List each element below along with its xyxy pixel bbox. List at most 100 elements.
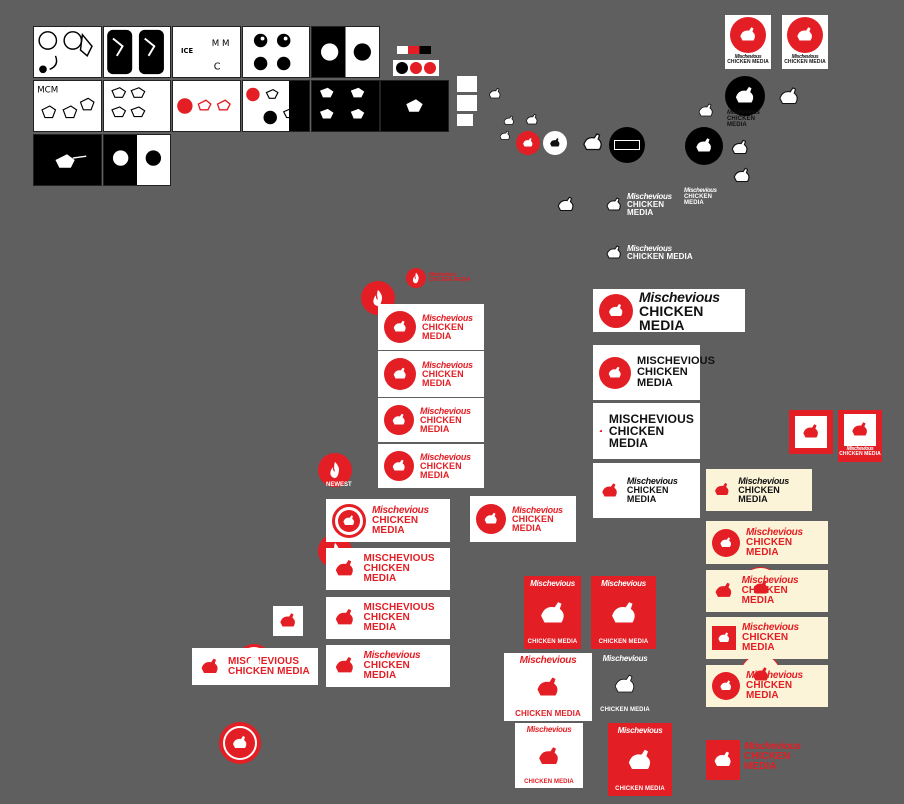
wordmark-line1: Mischevious <box>727 110 760 116</box>
logo-square-1: Mischevious CHICKEN MEDIA <box>725 15 771 69</box>
chicken-icon <box>599 429 603 432</box>
mini-wordmark-black: Mischevious CHICKEN MEDIA <box>727 110 773 128</box>
wordmark-line2a: CHICKEN <box>608 424 665 438</box>
wordmark-line2: CHICKEN MEDIA <box>742 632 789 653</box>
wordmark-line2: CHICKEN MEDIA <box>746 680 793 701</box>
white-poster-1: Mischevious CHICKEN MEDIA <box>504 653 592 721</box>
red-square-logo <box>706 740 740 780</box>
wordmark-line2: CHICKEN MEDIA <box>615 786 665 792</box>
wordmark-line2: CHICKEN MEDIA <box>839 451 881 457</box>
chicken-icon <box>776 82 802 112</box>
wordmark-line1: Mischevious <box>741 575 799 586</box>
wordmark-line1: Mischevious <box>519 655 577 666</box>
sketch-mm-text: M M <box>212 39 230 49</box>
svg-text:ICE: ICE <box>181 47 193 55</box>
chicken-icon <box>731 165 753 187</box>
chicken-icon <box>524 112 540 128</box>
mini-wordmark-white: Mischevious CHICKEN MEDIA <box>684 188 730 206</box>
wordmark-line2b: MEDIA <box>422 377 452 388</box>
sketch-tile-12 <box>33 134 102 186</box>
wordmark-line2b: MEDIA <box>637 377 673 389</box>
logo-card-e2: MISCHEVIOUS CHICKEN MEDIA <box>593 345 715 400</box>
red-poster-3: Mischevious CHICKEN MEDIA <box>608 723 672 796</box>
sketch-tile-2 <box>103 26 171 78</box>
chicken-roundel-large <box>219 722 261 764</box>
wordmark-line1: Mischevious <box>420 405 471 416</box>
logo-card-a1: Mischevious CHICKEN MEDIA <box>378 304 484 350</box>
wordmark-line2: CHICKEN MEDIA <box>746 536 793 558</box>
wordmark-line1: Mischevious <box>744 741 801 752</box>
logo-card-b2: MISCHEVIOUS CHICKEN MEDIA <box>326 548 450 590</box>
black-disc-chicken-large <box>725 76 765 116</box>
wordmark-line2: CHICKEN MEDIA <box>515 709 581 718</box>
wordmark-line2a: CHICKEN <box>637 366 688 378</box>
wordmark-line1: Mischevious <box>846 446 874 452</box>
sketch-tile-8 <box>172 80 241 132</box>
wordmark-line2: CHICKEN MEDIA <box>512 513 554 533</box>
chicken-tile-small <box>273 606 303 636</box>
chicken-icon <box>602 482 617 496</box>
flame-wordmark-mini: Mischevious CHICKEN MEDIA <box>406 268 471 288</box>
red-brick-badge-1 <box>789 410 833 454</box>
logo-card-e1: Mischevious CHICKEN MEDIA <box>593 289 745 332</box>
logo-card-e4: Mischevious CHICKEN MEDIA <box>593 463 700 518</box>
sketch-tile-9 <box>242 80 310 132</box>
wordmark-line2: CHICKEN MEDIA <box>228 665 310 677</box>
newest-label: NEWEST <box>326 482 352 488</box>
wordmark-line2b: MEDIA <box>627 208 654 217</box>
wordmark-line1: Mischevious <box>530 579 575 588</box>
wordmark-line2: CHICKEN MEDIA <box>363 612 410 633</box>
wordmark-line2: CHICKEN MEDIA <box>626 485 669 504</box>
svg-text:C: C <box>214 61 221 72</box>
logo-card-b1: Mischevious CHICKEN MEDIA <box>326 499 450 542</box>
chicken-icon <box>611 601 635 622</box>
chicken-icon <box>497 129 513 143</box>
chicken-icon <box>487 86 503 102</box>
wordmark-line1: Mischevious <box>422 312 473 323</box>
wordmark-line1: Mischevious <box>512 504 563 515</box>
wordmark-line2: CHICKEN MEDIA <box>684 194 713 206</box>
chicken-roundel-icon <box>516 131 540 155</box>
wordmark-white-2: Mischevious CHICKEN MEDIA <box>604 242 693 264</box>
red-brick-badge-2: Mischevious CHICKEN MEDIA <box>838 410 882 462</box>
wordmark-line2: CHICKEN MEDIA <box>727 116 756 128</box>
chicken-icon <box>540 601 564 622</box>
wordmark-line1: Mischevious <box>684 188 717 194</box>
wordmark-line2: CHICKEN MEDIA <box>429 277 471 283</box>
wordmark-line1-caps: MISCHEVIOUS <box>637 355 716 367</box>
wordmark-line1-caps: MISCHEVIOUS <box>228 655 300 667</box>
wordmark-line2b: MEDIA <box>608 436 649 450</box>
wordmark-line2a: CHICKEN <box>422 321 464 332</box>
chicken-icon <box>628 749 651 769</box>
sketch-tile-7 <box>103 80 171 132</box>
wordmark-line1: Mischevious <box>363 650 421 661</box>
wordmark-line2: CHICKEN MEDIA <box>363 563 410 584</box>
wordmark-line1: Mischevious <box>746 526 803 538</box>
chicken-icon <box>614 674 635 693</box>
wordmark-line2: CHICKEN MEDIA <box>420 414 462 434</box>
wordmark-line2: CHICKEN MEDIA <box>527 639 578 645</box>
flame-icon <box>373 289 383 307</box>
logo-card-a2: Mischevious CHICKEN MEDIA <box>378 351 484 397</box>
mini-roundel-row <box>393 60 439 76</box>
sketch-tile-1 <box>33 26 102 78</box>
mini-chicken-stack <box>457 76 477 130</box>
wordmark-white-1: Mischevious CHICKEN MEDIA <box>604 193 672 217</box>
wordmark-line2b: MEDIA <box>422 330 452 341</box>
wordmark-line1: Mischevious <box>639 288 720 305</box>
wordmark-line2: CHICKEN MEDIA <box>784 59 826 65</box>
chicken-icon <box>715 582 732 597</box>
chicken-icon <box>335 560 353 576</box>
wordmark-line2: CHICKEN MEDIA <box>420 460 462 480</box>
sketch-tile-13 <box>103 134 171 186</box>
chicken-icon <box>715 482 729 496</box>
wordmark-line2: CHICKEN MEDIA <box>598 639 649 645</box>
black-disc-badge <box>609 127 645 163</box>
wordmark-line2: CHICKEN MEDIA <box>524 779 574 785</box>
logo-card-c1: Mischevious CHICKEN MEDIA <box>470 496 576 542</box>
cream-card-3: Mischevious CHICKEN MEDIA <box>706 570 828 612</box>
wordmark-line2a: CHICKEN <box>627 200 665 209</box>
chicken-icon <box>335 609 353 625</box>
wordmark-line2a: CHICKEN <box>422 368 464 379</box>
logo-card-e3: MISCHEVIOUS CHICKEN MEDIA <box>593 403 700 459</box>
